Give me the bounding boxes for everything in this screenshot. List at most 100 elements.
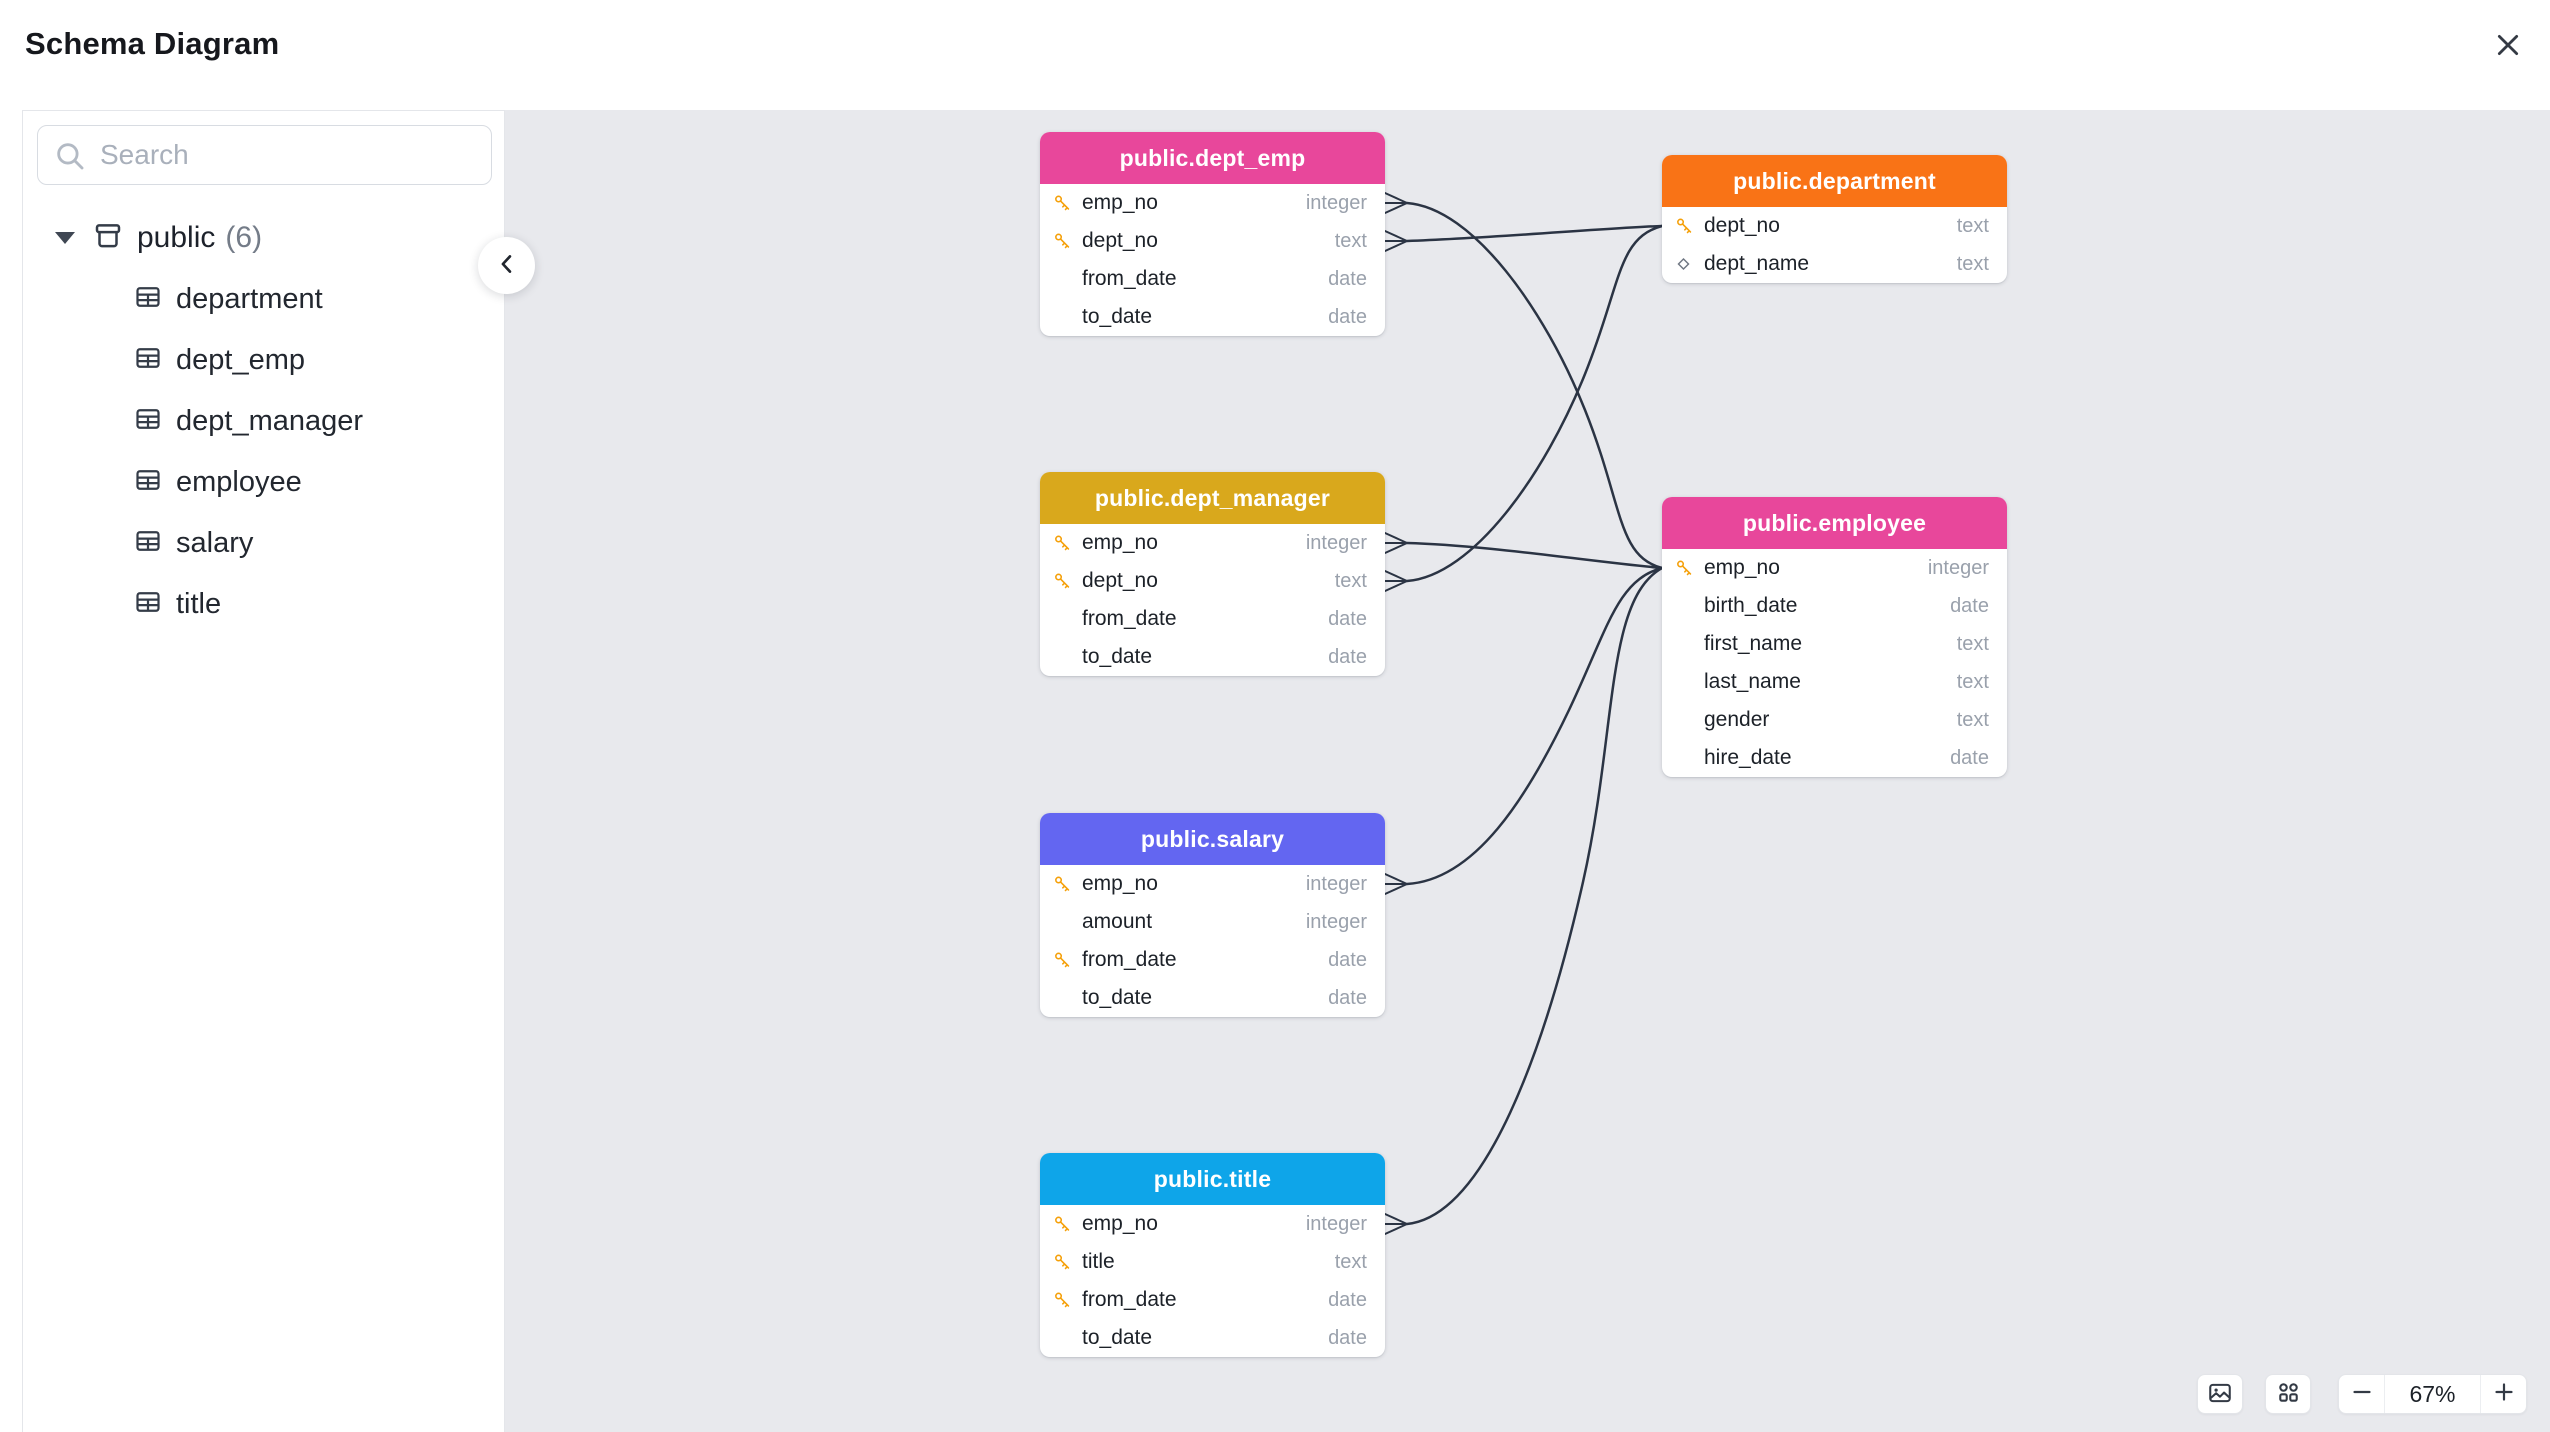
schema-count: (6) — [225, 221, 263, 254]
table-card-header[interactable]: public.department — [1662, 155, 2007, 207]
schema-label: public — [137, 221, 216, 254]
sidebar-item-employee[interactable]: employee — [23, 452, 504, 513]
field-name: emp_no — [1704, 556, 1780, 579]
field-type: date — [1328, 1288, 1367, 1311]
table-card-header[interactable]: public.title — [1040, 1153, 1385, 1205]
sidebar-item-title[interactable]: title — [23, 574, 504, 635]
relationship-edges — [1384, 192, 1664, 1235]
diamond-icon — [1675, 256, 1692, 273]
field-type: text — [1956, 214, 1989, 237]
field-type: integer — [1305, 1212, 1367, 1235]
sidebar-item-label: salary — [176, 527, 254, 559]
key-icon — [1675, 559, 1694, 578]
caret-down-icon[interactable] — [55, 232, 75, 244]
field-name: amount — [1082, 910, 1153, 933]
field-row: to_date date — [1040, 1319, 1385, 1357]
field-type: date — [1950, 746, 1989, 769]
field-type: text — [1334, 229, 1367, 252]
schema-icon — [93, 221, 123, 256]
edge-title-employee — [1405, 566, 1664, 1226]
table-card-dept_emp[interactable]: public.dept_emp emp_no integer dept_no t… — [1040, 132, 1385, 336]
sidebar-item-salary[interactable]: salary — [23, 513, 504, 574]
field-type: integer — [1305, 910, 1367, 933]
search-input[interactable] — [37, 125, 492, 185]
field-row: first_name text — [1662, 625, 2007, 663]
table-icon — [134, 344, 162, 377]
edge-salary-employee — [1405, 566, 1664, 886]
sidebar-item-label: title — [176, 588, 222, 620]
sidebar-item-label: dept_emp — [176, 344, 305, 376]
field-row: birth_date date — [1662, 587, 2007, 625]
field-row: dept_no text — [1040, 222, 1385, 260]
key-icon — [1053, 951, 1072, 970]
diagram-canvas[interactable]: public.dept_emp emp_no integer dept_no t… — [505, 110, 2550, 1432]
sidebar-item-dept-emp[interactable]: dept_emp — [23, 330, 504, 391]
key-icon — [1053, 534, 1072, 553]
edge-dept_emp-department — [1405, 224, 1664, 243]
field-type: date — [1328, 948, 1367, 971]
page-title: Schema Diagram — [25, 26, 280, 61]
sidebar-item-label: department — [176, 283, 323, 315]
field-row: dept_name text — [1662, 245, 2007, 283]
table-card-header[interactable]: public.salary — [1040, 813, 1385, 865]
zoom-control: 67% — [2338, 1374, 2527, 1414]
collapse-sidebar-button[interactable] — [478, 237, 535, 294]
field-type: date — [1328, 607, 1367, 630]
field-name: to_date — [1082, 986, 1153, 1009]
field-type: text — [1956, 708, 1989, 731]
sidebar-item-label: dept_manager — [176, 405, 364, 437]
key-icon — [1675, 217, 1694, 236]
field-row: emp_no integer — [1040, 865, 1385, 903]
table-card-header[interactable]: public.dept_emp — [1040, 132, 1385, 184]
field-name: dept_name — [1704, 252, 1810, 275]
key-icon — [1053, 875, 1072, 894]
field-row: from_date date — [1040, 600, 1385, 638]
tree-schema-public[interactable]: public (6) — [23, 207, 504, 269]
field-name: from_date — [1082, 948, 1177, 971]
auto-layout-button[interactable] — [2265, 1374, 2311, 1414]
minus-icon — [2350, 1380, 2374, 1409]
close-button[interactable] — [2488, 26, 2528, 66]
crows-foot-markers — [1384, 192, 1408, 1235]
field-type: text — [1956, 252, 1989, 275]
field-type: date — [1950, 594, 1989, 617]
edge-dept_manager-department — [1405, 224, 1664, 583]
field-type: date — [1328, 645, 1367, 668]
export-image-button[interactable] — [2197, 1374, 2243, 1414]
field-row: last_name text — [1662, 663, 2007, 701]
sidebar-item-dept-manager[interactable]: dept_manager — [23, 391, 504, 452]
grid-icon — [2276, 1380, 2301, 1408]
table-icon — [134, 527, 162, 560]
table-card-salary[interactable]: public.salary emp_no integer amount inte… — [1040, 813, 1385, 1017]
field-name: to_date — [1082, 645, 1153, 668]
field-type: text — [1334, 1250, 1367, 1273]
table-card-header[interactable]: public.employee — [1662, 497, 2007, 549]
edge-dept_manager-employee — [1405, 541, 1664, 570]
chevron-left-icon — [493, 250, 521, 281]
field-name: dept_no — [1704, 214, 1780, 237]
zoom-out-button[interactable] — [2339, 1375, 2385, 1413]
table-card-dept_manager[interactable]: public.dept_manager emp_no integer dept_… — [1040, 472, 1385, 676]
sidebar-panel: public (6) department dept_emp dept_mana… — [22, 110, 505, 1432]
table-card-title[interactable]: public.title emp_no integer title text f… — [1040, 1153, 1385, 1357]
field-type: text — [1956, 632, 1989, 655]
field-type: integer — [1927, 556, 1989, 579]
key-icon — [1053, 194, 1072, 213]
table-icon — [134, 466, 162, 499]
field-name: emp_no — [1082, 191, 1158, 214]
field-row: to_date date — [1040, 979, 1385, 1017]
schema-tree: public (6) department dept_emp dept_mana… — [23, 207, 504, 635]
field-name: gender — [1704, 708, 1770, 731]
field-row: emp_no integer — [1662, 549, 2007, 587]
table-card-department[interactable]: public.department dept_no text dept_name… — [1662, 155, 2007, 283]
sidebar-item-department[interactable]: department — [23, 269, 504, 330]
field-type: date — [1328, 1326, 1367, 1349]
table-card-employee[interactable]: public.employee emp_no integer birth_dat… — [1662, 497, 2007, 777]
field-type: integer — [1305, 872, 1367, 895]
key-icon — [1053, 1291, 1072, 1310]
sidebar-item-label: employee — [176, 466, 302, 498]
table-card-header[interactable]: public.dept_manager — [1040, 472, 1385, 524]
field-name: last_name — [1704, 670, 1801, 693]
zoom-in-button[interactable] — [2480, 1375, 2526, 1413]
field-name: to_date — [1082, 305, 1153, 328]
